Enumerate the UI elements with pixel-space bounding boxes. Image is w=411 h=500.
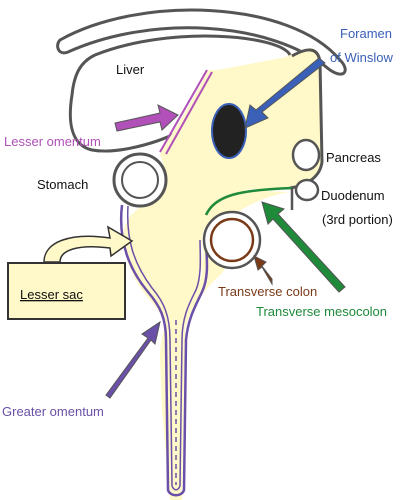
foramen-of-winslow bbox=[211, 103, 247, 159]
greater-omentum-outline bbox=[119, 204, 209, 497]
transverse-mesocolon-label: Transverse mesocolon bbox=[256, 304, 387, 319]
stomach-label: Stomach bbox=[37, 177, 88, 192]
greater-omentum-arrow bbox=[105, 320, 161, 399]
foramen-label-line1: Foramen bbox=[340, 26, 392, 41]
transverse-colon-inner bbox=[209, 217, 255, 263]
duodenum-label: Duodenum bbox=[321, 188, 385, 203]
stomach-inner bbox=[121, 161, 159, 199]
duodenum-outline bbox=[294, 178, 320, 202]
foramen-label-line2: of Winslow bbox=[330, 50, 393, 65]
lesser-sac-body bbox=[122, 49, 322, 340]
pancreas-outline bbox=[291, 138, 321, 172]
lesser-sac-arrow bbox=[43, 225, 134, 263]
transverse-mesocolon-arrow bbox=[261, 201, 346, 293]
greater-omentum-label: Greater omentum bbox=[2, 404, 104, 419]
lesser-omentum-arrow bbox=[114, 104, 179, 132]
lesser-omentum-line-2 bbox=[165, 71, 213, 155]
lesser-omentum-label: Lesser omentum bbox=[4, 134, 101, 149]
pancreas-label: Pancreas bbox=[326, 150, 381, 165]
lesser-sac-label-box bbox=[7, 262, 126, 320]
foramen-arrow bbox=[244, 57, 326, 129]
transverse-mesocolon-line bbox=[204, 186, 293, 216]
lesser-omentum-line bbox=[159, 69, 208, 153]
duodenum-portion-label: (3rd portion) bbox=[322, 212, 393, 227]
lesser-sac-label: Lesser sac bbox=[20, 287, 83, 302]
diaphragm-outline bbox=[56, 8, 347, 76]
transverse-colon-label: Transverse colon bbox=[218, 284, 317, 299]
transverse-colon-arrow bbox=[253, 255, 273, 286]
liver-label: Liver bbox=[116, 62, 145, 77]
greater-omentum-inner bbox=[126, 205, 202, 491]
